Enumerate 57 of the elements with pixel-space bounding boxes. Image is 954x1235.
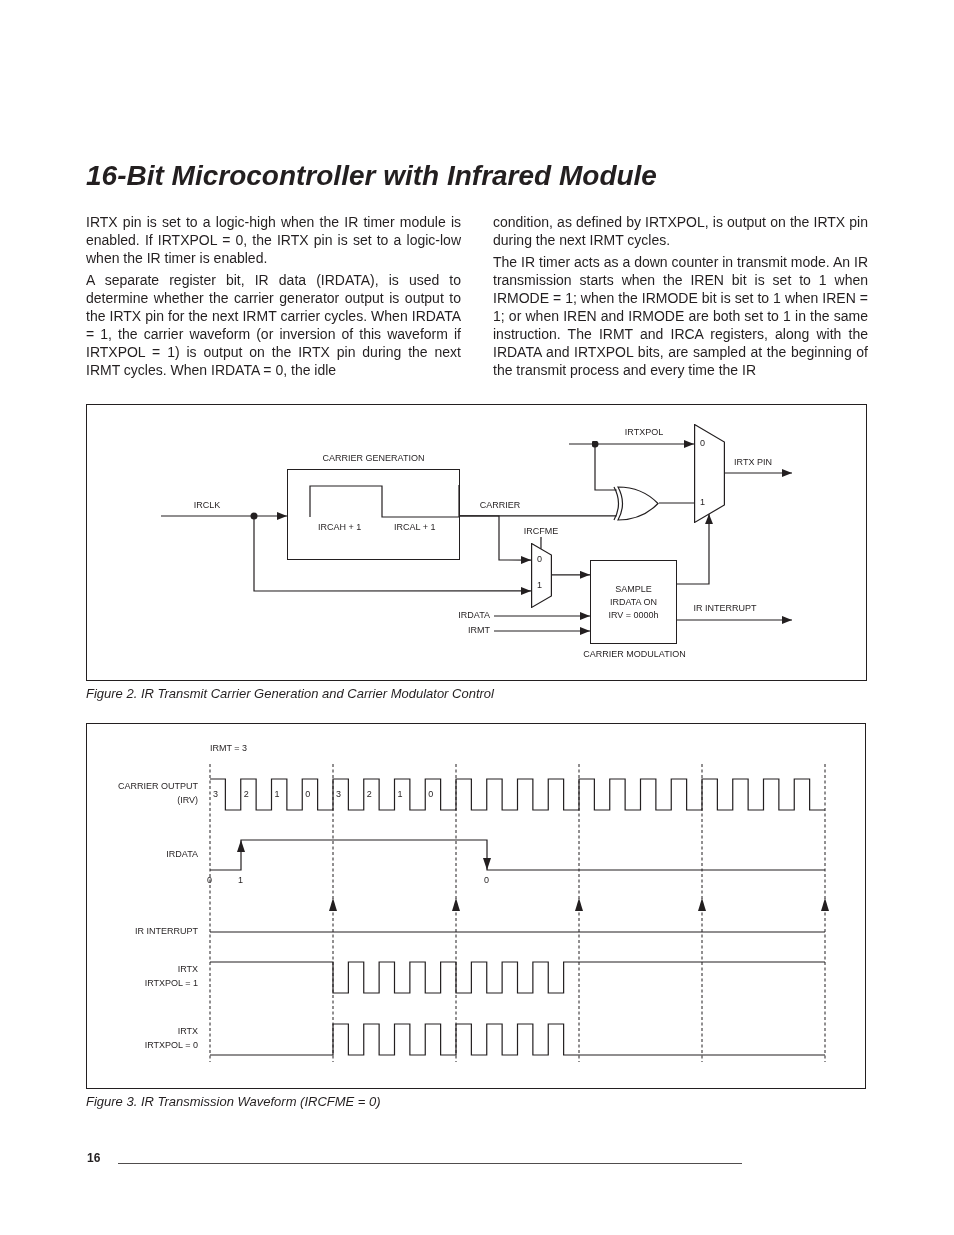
edge-label: IRCLK xyxy=(192,500,222,511)
connector-arrow xyxy=(676,616,793,624)
connector-arrow xyxy=(724,469,793,477)
connector-arrow xyxy=(551,570,591,579)
connector-line xyxy=(540,536,542,550)
signal-label: IRDATA xyxy=(450,610,494,622)
count-value: 0 xyxy=(428,788,434,801)
signal-label: IRDATA xyxy=(165,848,198,861)
count-value: 0 xyxy=(305,788,311,801)
connector-line xyxy=(658,502,695,504)
count-value: 1 xyxy=(397,788,403,801)
count-value: 3 xyxy=(336,788,341,801)
edge-label: IRTXPOL xyxy=(623,427,665,438)
page-title: 16-Bit Microcontroller with Infrared Module xyxy=(86,160,657,192)
block-title: CARRIER MODULATION xyxy=(582,649,687,660)
mux-input-number: 0 xyxy=(537,554,542,565)
connector-arrow xyxy=(568,440,695,448)
signal-label: IRTX IRTXPOL = 1 xyxy=(143,963,198,990)
page-number: 16 xyxy=(87,1151,101,1165)
mux-input-number: 1 xyxy=(700,497,705,508)
count-value: 2 xyxy=(366,788,372,801)
signal-label: IRTX IRTXPOL = 0 xyxy=(143,1025,198,1052)
pulse-label: IRCAL + 1 xyxy=(394,522,437,533)
connector-arrow xyxy=(160,512,288,520)
count-value: 2 xyxy=(243,788,249,801)
mux-input-number: 1 xyxy=(537,580,542,591)
edge-label: IRTX PIN xyxy=(733,457,773,468)
connector-arrow xyxy=(459,515,532,564)
figure-caption: Figure 2. IR Transmit Carrier Generation and Carrier Modulator Control xyxy=(86,686,494,701)
body-paragraph: The IR timer acts as a down counter in transmit mode. An IR transmission starts when the IREN bit is set to 1 when IRMODE = 1; when the IRMODE bit is set to 1 when IREN = 1; or when IREN and IRMODE are both set to 1 in the same instruction. The IRMT and IRCA registers, along with the IRDATA and IRTXPOL bits, are sampled at the beginning of the transmit process and every time the IR xyxy=(493,253,868,379)
xor-gate-symbol xyxy=(612,486,659,521)
signal-label: CARRIER OUTPUT (IRV) xyxy=(117,780,198,807)
multiplexer-symbol xyxy=(694,424,725,523)
mux-input-number: 0 xyxy=(700,438,705,449)
logic-level: 1 xyxy=(238,874,243,887)
signal-label: IRMT = 3 xyxy=(210,742,248,755)
logic-level: 0 xyxy=(484,874,489,887)
connector-arrow xyxy=(676,513,713,585)
signal-label: IR INTERRUPT xyxy=(134,925,198,938)
count-value: 3 xyxy=(213,788,218,801)
body-paragraph: A separate register bit, IR data (IRDATA), is used to determine whether the carrier generator output is output to the IRTX pin for the next IRMT carrier cycles. When IRDATA = 1, the carrier waveform (or inversion of this waveform if IRTXPOL = 1) is output on the IRTX pin during the next IRMT cycles. When IRDATA = 0, the idle xyxy=(86,271,461,379)
connector-arrow xyxy=(493,612,591,620)
connector-arrow xyxy=(493,627,591,635)
block-label: SAMPLE IRDATA ON IRV = 0000h xyxy=(607,582,660,622)
body-paragraph: condition, as defined by IRTXPOL, is output on the IRTX pin during the next IRMT cycles. xyxy=(493,213,868,249)
signal-label: IRCFME xyxy=(521,526,561,537)
branch-line xyxy=(591,440,618,491)
body-paragraph: IRTX pin is set to a logic-high when the IR timer module is enabled. If IRTXPOL = 0, the IRTX pin is set to a logic-low when the IR timer is enabled. xyxy=(86,213,461,267)
block-title: CARRIER GENERATION xyxy=(321,453,426,464)
count-value: 1 xyxy=(274,788,280,801)
logic-level: 0 xyxy=(207,874,212,887)
multiplexer-symbol xyxy=(531,543,552,608)
figure-caption: Figure 3. IR Transmission Waveform (IRCFME = 0) xyxy=(86,1094,381,1109)
edge-label: IR INTERRUPT xyxy=(692,603,758,614)
pulse-label: IRCAH + 1 xyxy=(318,522,363,533)
signal-label: IRMT xyxy=(450,625,494,637)
edge-label: CARRIER xyxy=(478,500,522,511)
